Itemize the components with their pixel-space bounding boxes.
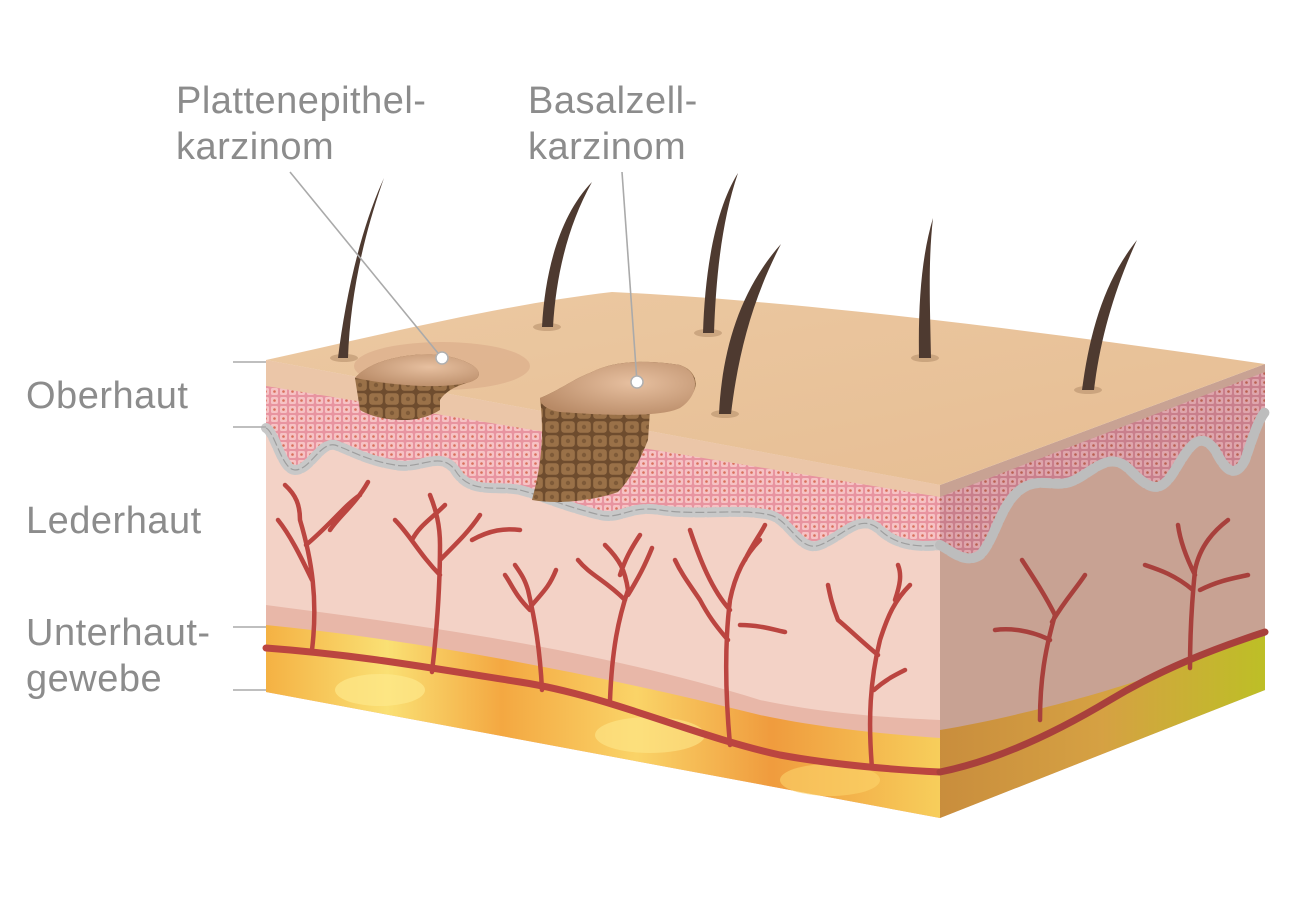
- leader-line-squamous: [289, 171, 443, 359]
- basal-cell-carcinoma-lesion: [532, 361, 696, 503]
- leader-line-basal: [621, 171, 638, 383]
- label-epidermis-text: Oberhaut: [26, 375, 189, 417]
- label-dermis: Lederhaut: [26, 498, 202, 544]
- top-face: [266, 292, 1265, 485]
- label-subcutis-line2: gewebe: [26, 658, 163, 700]
- hair-follicle: [1074, 240, 1137, 394]
- hair-follicle: [694, 173, 738, 337]
- leader-lines: [233, 171, 638, 691]
- label-subcutis: Unterhaut- gewebe: [26, 610, 211, 702]
- label-basal-cell-carcinoma: Basalzell- karzinom: [528, 78, 698, 170]
- marker-dot-squamous: [435, 351, 449, 365]
- label-basal-line1: Basalzell-: [528, 80, 698, 122]
- squamous-cell-carcinoma-lesion: [354, 342, 530, 420]
- marker-dot-basal: [630, 375, 644, 389]
- label-squamous-line2: karzinom: [176, 126, 335, 168]
- hair-follicle: [533, 182, 592, 331]
- label-squamous-cell-carcinoma: Plattenepithel- karzinom: [176, 78, 426, 170]
- hair-follicle: [711, 244, 781, 418]
- side-face: [935, 364, 1270, 818]
- label-subcutis-line1: Unterhaut-: [26, 612, 211, 654]
- label-squamous-line1: Plattenepithel-: [176, 80, 427, 122]
- hair-follicle: [911, 218, 939, 362]
- hairs: [330, 173, 1137, 418]
- blood-vessels: [262, 479, 944, 776]
- label-epidermis: Oberhaut: [26, 373, 188, 419]
- label-dermis-text: Lederhaut: [26, 500, 202, 542]
- label-basal-line2: karzinom: [528, 126, 687, 168]
- hair-follicle: [330, 178, 384, 362]
